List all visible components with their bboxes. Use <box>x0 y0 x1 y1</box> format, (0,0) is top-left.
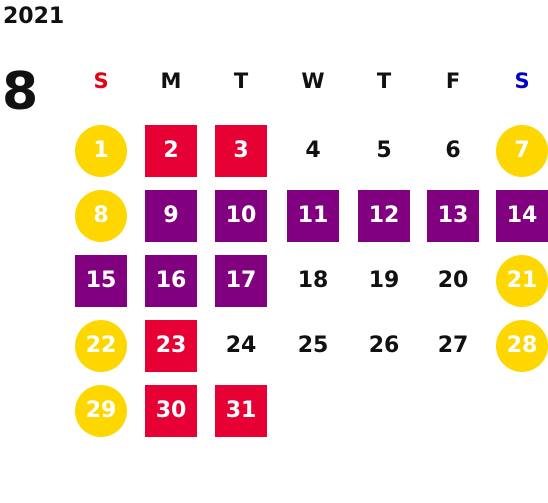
day-cell-2[interactable]: 2 <box>145 125 197 177</box>
day-cell-27[interactable]: 27 <box>437 333 469 358</box>
day-cell-17[interactable]: 17 <box>215 255 267 307</box>
day-cell-1[interactable]: 1 <box>75 125 127 177</box>
calendar-month: 8 <box>2 62 39 122</box>
weekday-saturday: S <box>514 69 530 93</box>
weekday-friday: F <box>445 69 461 93</box>
day-cell-28[interactable]: 28 <box>496 320 548 372</box>
weekday-sunday: S <box>93 69 109 93</box>
day-cell-29[interactable]: 29 <box>75 385 127 437</box>
day-cell-10[interactable]: 10 <box>215 190 267 242</box>
weekday-monday: M <box>160 69 182 93</box>
day-cell-30[interactable]: 30 <box>145 385 197 437</box>
day-cell-21[interactable]: 21 <box>496 255 548 307</box>
day-cell-3[interactable]: 3 <box>215 125 267 177</box>
calendar-year: 2021 <box>3 4 65 29</box>
day-cell-18[interactable]: 18 <box>297 268 329 293</box>
day-cell-11[interactable]: 11 <box>287 190 339 242</box>
day-cell-9[interactable]: 9 <box>145 190 197 242</box>
day-cell-16[interactable]: 16 <box>145 255 197 307</box>
day-cell-6[interactable]: 6 <box>445 138 461 163</box>
day-cell-7[interactable]: 7 <box>496 125 548 177</box>
weekday-thursday: T <box>376 69 392 93</box>
day-cell-15[interactable]: 15 <box>75 255 127 307</box>
day-cell-12[interactable]: 12 <box>358 190 410 242</box>
day-cell-24[interactable]: 24 <box>225 333 257 358</box>
day-cell-26[interactable]: 26 <box>368 333 400 358</box>
day-cell-31[interactable]: 31 <box>215 385 267 437</box>
day-cell-5[interactable]: 5 <box>376 138 392 163</box>
day-cell-25[interactable]: 25 <box>297 333 329 358</box>
day-cell-8[interactable]: 8 <box>75 190 127 242</box>
day-cell-19[interactable]: 19 <box>368 268 400 293</box>
day-cell-13[interactable]: 13 <box>427 190 479 242</box>
day-cell-20[interactable]: 20 <box>437 268 469 293</box>
day-cell-23[interactable]: 23 <box>145 320 197 372</box>
weekday-tuesday: T <box>233 69 249 93</box>
day-cell-22[interactable]: 22 <box>75 320 127 372</box>
weekday-wednesday: W <box>301 69 325 93</box>
day-cell-14[interactable]: 14 <box>496 190 548 242</box>
day-cell-4[interactable]: 4 <box>305 138 321 163</box>
